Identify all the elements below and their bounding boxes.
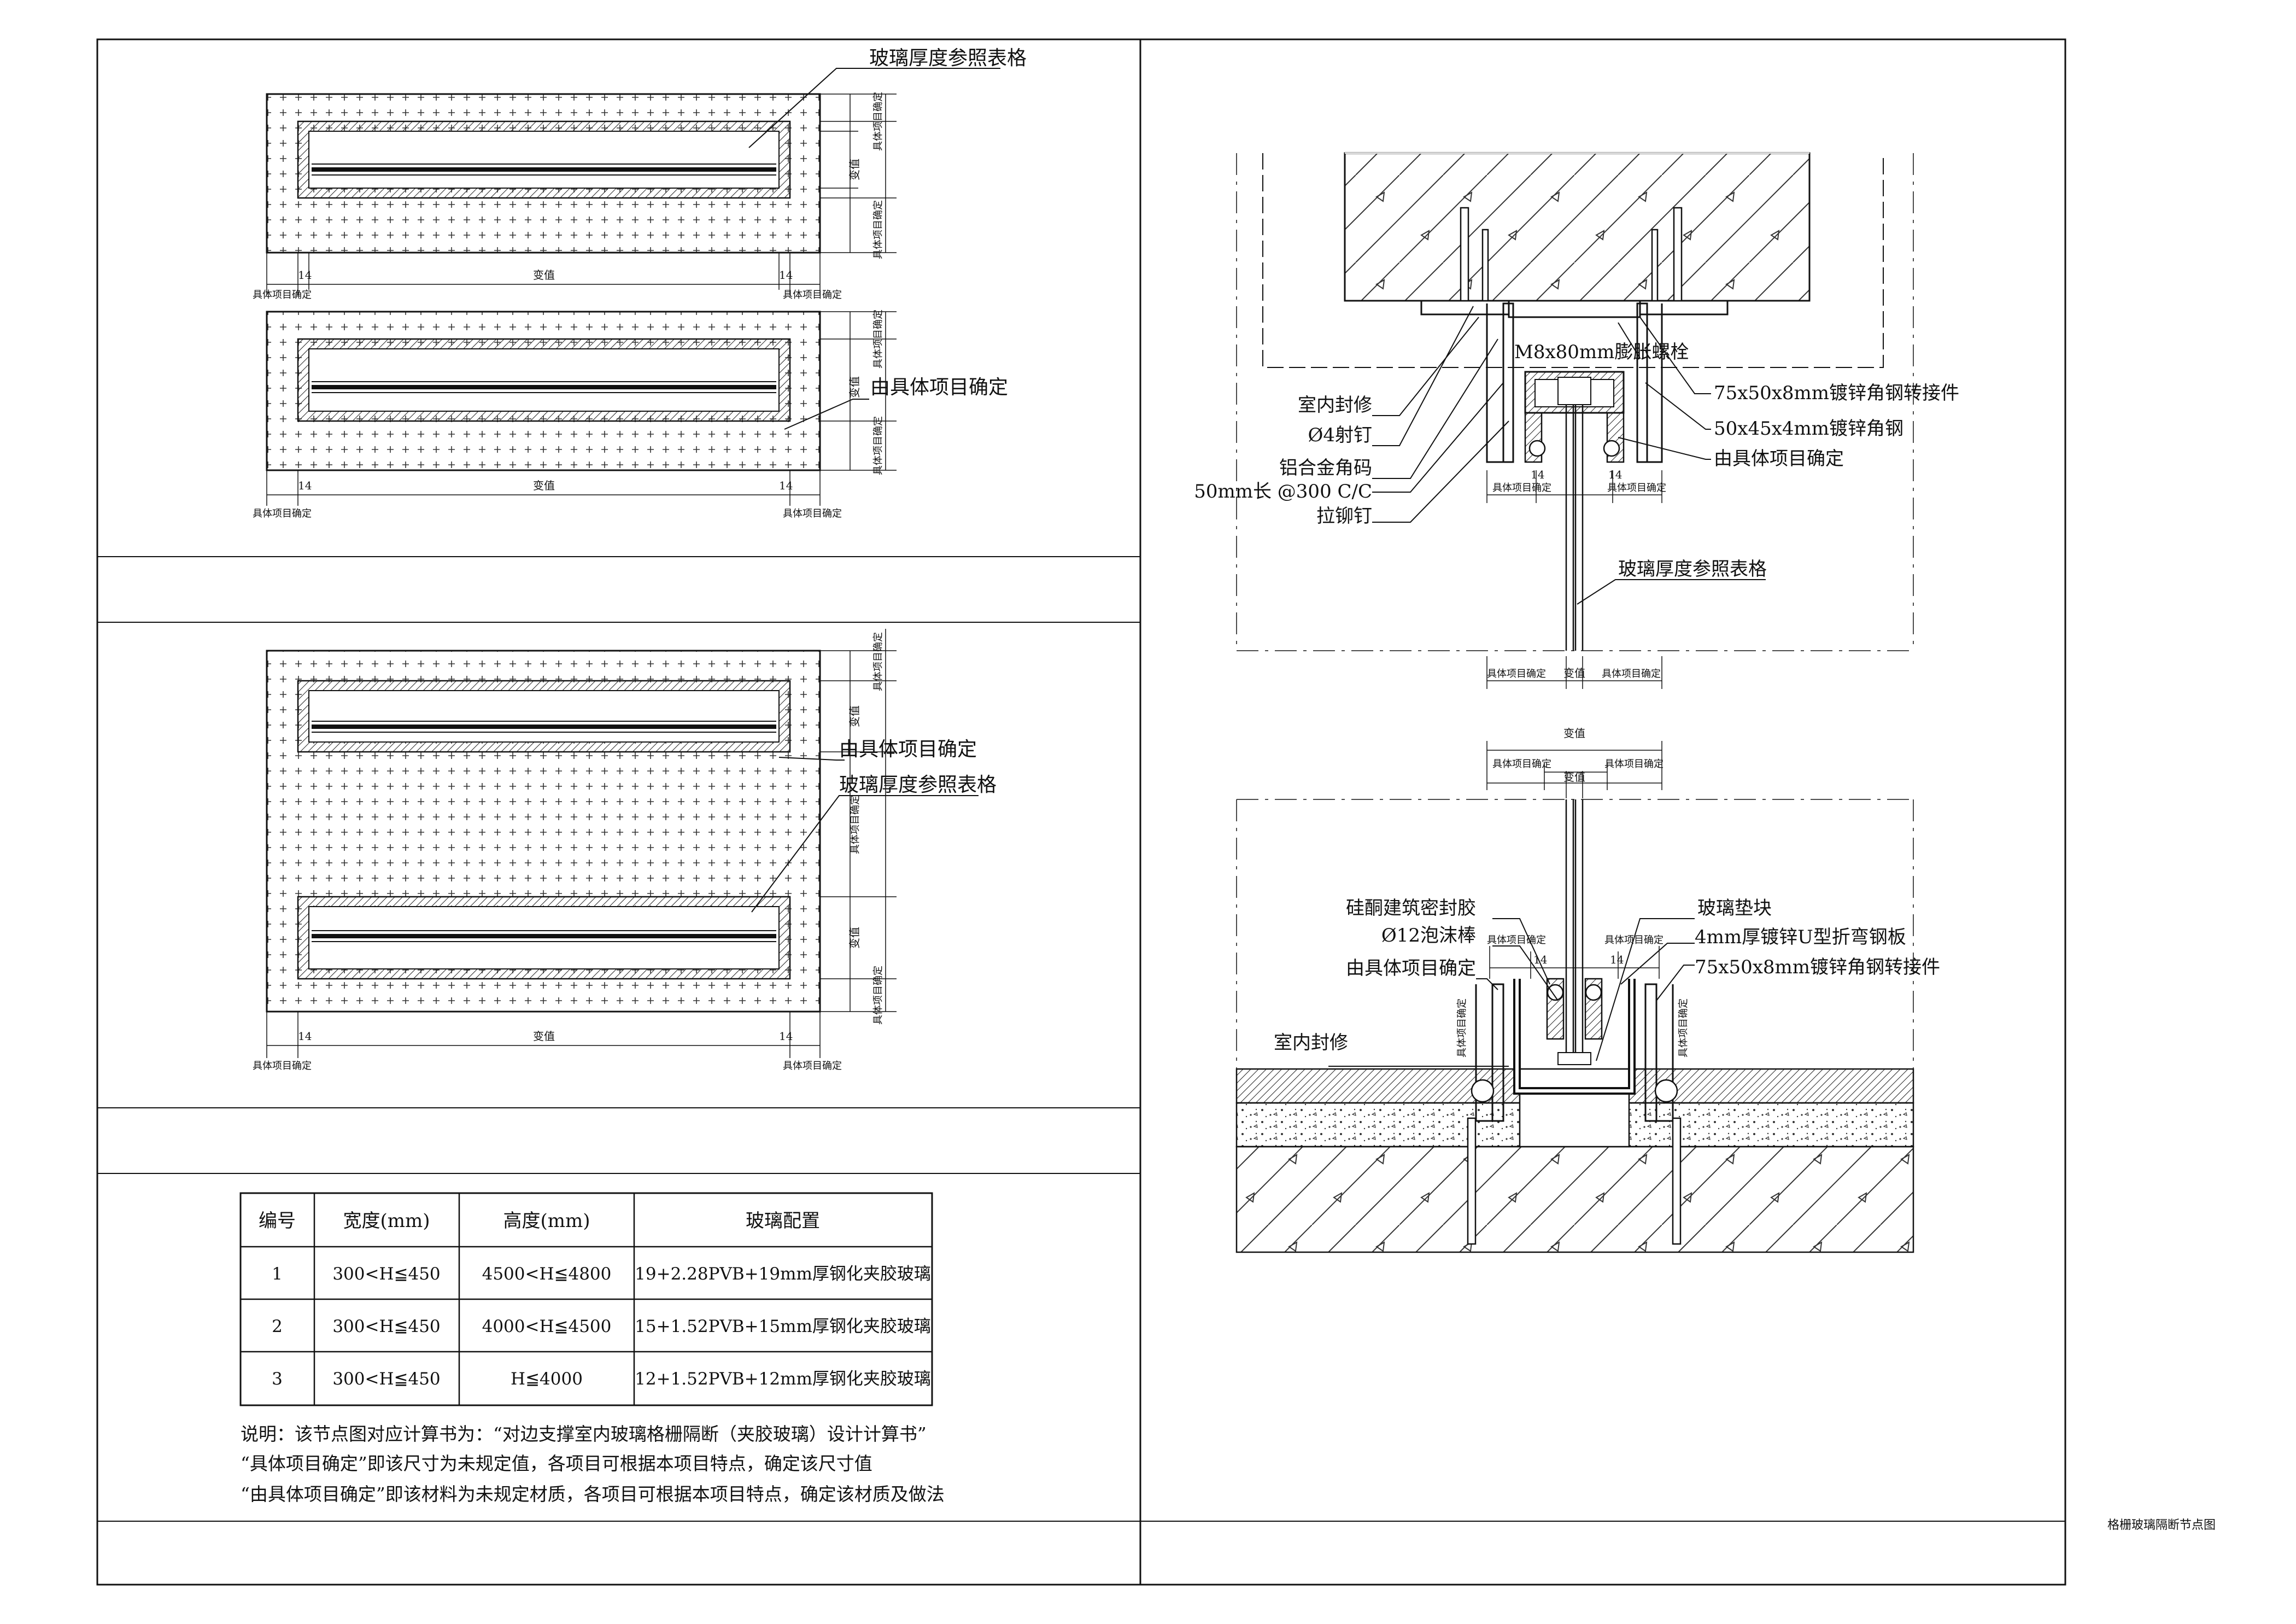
dim-variable-c-v1: 变值 <box>848 705 861 727</box>
dim-project-right-c: 具体项目确定 <box>783 1060 842 1072</box>
table-cell-0-2: 4500<H≦4800 <box>482 1264 612 1284</box>
label-by-project-c: 由具体项目确定 <box>839 738 977 761</box>
table-header-3: 玻璃配置 <box>746 1210 820 1232</box>
label-by-project-b: 由具体项目确定 <box>870 376 1008 399</box>
note-line-1: 说明：该节点图对应计算书为：“对边支撑室内玻璃格栅隔断（夹胶玻璃）设计计算书” <box>241 1423 927 1445</box>
dim-project-left-b: 具体项目确定 <box>253 508 312 519</box>
table-cell-2-3: 12+1.52PVB+12mm厚钢化夹胶玻璃 <box>635 1369 931 1389</box>
dim-14-right-b: 14 <box>779 479 793 492</box>
label-glass-thickness-a: 玻璃厚度参照表格 <box>869 47 1027 69</box>
dim-14-ceiling-left: 14 <box>1531 468 1544 481</box>
dim-project-right-a: 具体项目确定 <box>783 289 842 301</box>
table-cell-1-0: 2 <box>272 1317 283 1336</box>
label-glass-block: 玻璃垫块 <box>1697 897 1772 919</box>
dim-14-ceiling-right: 14 <box>1608 468 1622 481</box>
label-expansion-bolt: M8x80mm膨胀螺栓 <box>1514 341 1689 363</box>
label-u-plate: 4mm厚镀锌U型折弯钢板 <box>1695 926 1906 948</box>
label-glass-thickness-ceiling: 玻璃厚度参照表格 <box>1618 558 1767 580</box>
table-cell-2-0: 3 <box>272 1369 283 1389</box>
section-floor: 变值 具体项目确定 具体项目确定 变值 <box>1235 727 1940 1253</box>
dim-14-left-c: 14 <box>298 1030 312 1043</box>
dim-variable-floor-top: 变值 <box>1563 727 1585 740</box>
elevation-c: 14 14 变值 具体项目确定 具体项目确定 变值 具体项目确定 变值 具体项目… <box>253 629 997 1072</box>
label-interior-finish-floor: 室内封修 <box>1274 1032 1348 1054</box>
table-cell-0-1: 300<H≦450 <box>332 1264 440 1284</box>
notes: 说明：该节点图对应计算书为：“对边支撑室内玻璃格栅隔断（夹胶玻璃）设计计算书” … <box>241 1423 945 1505</box>
table-header-2: 高度(mm) <box>503 1210 590 1232</box>
label-shot-nail: Ø4射钉 <box>1308 424 1372 446</box>
table-cell-1-1: 300<H≦450 <box>332 1317 440 1336</box>
dim-14-right-a: 14 <box>779 268 793 282</box>
table-cell-2-1: 300<H≦450 <box>332 1369 440 1389</box>
dim-project-top-b: 具体项目确定 <box>872 309 884 369</box>
dim-variable-a-v: 变值 <box>848 159 861 180</box>
dim-project-ceiling-b-right: 具体项目确定 <box>1602 668 1661 680</box>
drawing-title: 格栅玻璃隔断节点图 <box>2107 1518 2216 1532</box>
dim-variable-b: 变值 <box>533 479 555 492</box>
table-cell-1-2: 4000<H≦4500 <box>482 1317 612 1336</box>
label-foam-rod: Ø12泡沫棒 <box>1381 925 1476 947</box>
dim-14-floor-right: 14 <box>1610 953 1624 966</box>
elevation-b: 14 14 变值 具体项目确定 具体项目确定 变值 具体项目确定 具体项目确定 … <box>253 309 1008 519</box>
label-rivet: 拉铆钉 <box>1316 505 1372 527</box>
dim-project-bottom-b: 具体项目确定 <box>872 416 884 475</box>
table-header-0: 编号 <box>259 1210 296 1232</box>
dim-project-ceiling-right: 具体项目确定 <box>1607 482 1666 494</box>
dim-project-floor-v-left: 具体项目确定 <box>1456 998 1468 1058</box>
dim-project-bottom-a: 具体项目确定 <box>872 200 884 259</box>
note-line-2: “具体项目确定”即该尺寸为未规定值，各项目可根据本项目特点，确定该尺寸值 <box>241 1453 872 1474</box>
dim-variable-c-v2: 变值 <box>848 927 861 949</box>
dim-14-left-a: 14 <box>298 268 312 282</box>
dim-project-ceiling-b-left: 具体项目确定 <box>1487 668 1546 680</box>
table-cell-0-0: 1 <box>272 1264 283 1284</box>
label-angle-connector-ceiling: 75x50x8mm镀锌角钢转接件 <box>1714 382 1959 404</box>
label-aluminum-corner: 铝合金角码 <box>1279 457 1372 479</box>
dim-project-left-c: 具体项目确定 <box>253 1060 312 1072</box>
dim-project-right-b: 具体项目确定 <box>783 508 842 519</box>
label-angle-steel: 50x45x4mm镀锌角钢 <box>1714 418 1903 440</box>
label-corner-spacing: 50mm长 @300 C/C <box>1194 481 1372 503</box>
dim-variable-a: 变值 <box>533 268 555 282</box>
label-by-project-ceiling: 由具体项目确定 <box>1714 448 1844 470</box>
dim-project-floor-b-right: 具体项目确定 <box>1604 934 1664 946</box>
table-text: 编号 宽度(mm) 高度(mm) 玻璃配置 1 300<H≦450 4500<H≦4800 1… <box>259 1210 931 1389</box>
label-by-project-floor: 由具体项目确定 <box>1346 957 1476 979</box>
dim-variable-floor-mid: 变值 <box>1563 770 1585 784</box>
dim-project-floor-b-left: 具体项目确定 <box>1487 934 1546 946</box>
sheet-frame <box>96 38 2066 1586</box>
section-ceiling: 14 14 具体项目确定 具体项目确定 具体项目确定 变值 具体项目确定 室内封… <box>1194 152 1959 689</box>
dim-project-top-c: 具体项目确定 <box>872 632 884 691</box>
dim-project-floor-left: 具体项目确定 <box>1492 758 1551 770</box>
dim-project-mid-c: 具体项目确定 <box>850 795 861 854</box>
dim-14-right-c: 14 <box>779 1030 793 1043</box>
table-cell-1-3: 15+1.52PVB+15mm厚钢化夹胶玻璃 <box>635 1317 931 1336</box>
dim-14-left-b: 14 <box>298 479 312 492</box>
table-cell-0-3: 19+2.28PVB+19mm厚钢化夹胶玻璃 <box>635 1264 931 1284</box>
elevation-a: 14 14 变值 具体项目确定 具体项目确定 变值 具体项目确定 具体项目确定 … <box>253 47 1027 301</box>
glass-config-table: 编号 宽度(mm) 高度(mm) 玻璃配置 1 300<H≦450 4500<H≦4800 1… <box>239 1192 933 1406</box>
dim-variable-c: 变值 <box>533 1030 555 1043</box>
dim-project-floor-v-right: 具体项目确定 <box>1678 998 1689 1058</box>
label-interior-finish-ceiling: 室内封修 <box>1298 394 1372 416</box>
dim-project-bottom-c: 具体项目确定 <box>872 966 884 1025</box>
label-angle-connector-floor: 75x50x8mm镀锌角钢转接件 <box>1695 956 1940 978</box>
table-header-1: 宽度(mm) <box>343 1210 430 1232</box>
dim-project-ceiling-left: 具体项目确定 <box>1492 482 1551 494</box>
note-line-3: “由具体项目确定”即该材料为未规定材质，各项目可根据本项目特点，确定该材质及做法 <box>241 1483 945 1505</box>
dim-project-left-a: 具体项目确定 <box>253 289 312 301</box>
dim-variable-b-v: 变值 <box>848 376 861 398</box>
table-cell-2-2: H≦4000 <box>511 1369 583 1389</box>
label-silicone-sealant: 硅酮建筑密封胶 <box>1346 897 1476 919</box>
dim-variable-ceiling: 变值 <box>1563 667 1585 680</box>
dim-project-floor-right: 具体项目确定 <box>1604 758 1664 770</box>
label-glass-thickness-c: 玻璃厚度参照表格 <box>839 774 997 796</box>
dim-project-top-a: 具体项目确定 <box>872 92 884 151</box>
